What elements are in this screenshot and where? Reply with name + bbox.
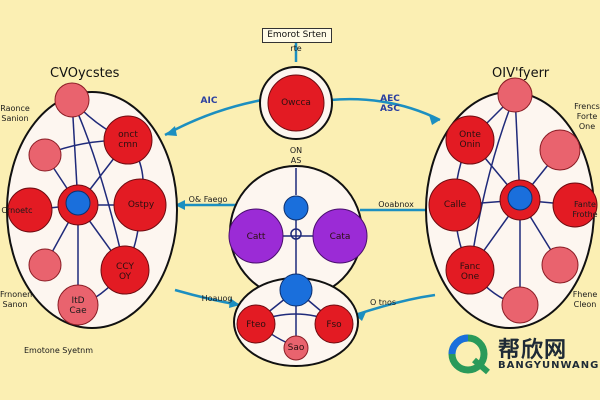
bottom-node-right-red <box>314 304 354 344</box>
left-node-mid-inner-label: Ostpy <box>127 200 155 210</box>
bottom-node-right-label: Fso <box>326 320 342 330</box>
left-outer-label-2: Crnoetc <box>1 206 33 215</box>
center-left-node-label: Catt <box>246 232 266 242</box>
left-node-low-inner-label: CCY OY <box>116 262 134 282</box>
left-node-outer-1 <box>28 138 62 172</box>
right-outer-label-1: Frencs Forte One <box>574 102 600 131</box>
left-node-bottom-pink <box>57 284 99 326</box>
left-node-outer-2 <box>7 187 53 233</box>
top-center-cell <box>259 66 333 140</box>
right-outer-label-2: Fante Frothe <box>572 200 598 219</box>
arrow-left-top-label: AIC <box>200 96 218 106</box>
watermark-chinese-text: 帮欣网 <box>498 338 568 363</box>
center-cell <box>228 165 368 299</box>
right-node-outer-2 <box>552 182 598 228</box>
watermark: 帮欣网 BANGYUNWANG <box>448 332 598 376</box>
center-top-node-label: Owcca <box>281 98 311 108</box>
center-small-mid-label: ON AS <box>289 146 303 165</box>
left-node-lower-red <box>100 245 150 295</box>
right-node-outer-1 <box>539 129 581 171</box>
watermark-logo-icon <box>448 334 490 375</box>
center-node-right <box>312 208 368 264</box>
arrow-right-mid-label: Ooabnox <box>378 200 414 209</box>
center-small-top-label: rte <box>290 44 302 53</box>
right-node-upper-red <box>445 115 495 165</box>
left-cell-title: CVOycstes <box>50 66 120 81</box>
arrow-right-low-label: O tnos <box>369 298 397 307</box>
bottom-node-left-red <box>236 304 276 344</box>
left-nucleus <box>65 190 91 216</box>
left-outer-label-1: Raonce Sanion <box>0 104 30 123</box>
center-right-node-label: Cata <box>329 232 351 242</box>
left-node-top-inner-label: onct cmn <box>118 130 138 150</box>
arrow-top-right <box>329 97 441 122</box>
right-node-mid-red <box>428 178 482 232</box>
bottom-node-low-pink <box>283 335 309 361</box>
arrow-left-low-label: Hoauog <box>201 294 233 303</box>
top-title-box: Emorot Srten <box>262 28 332 43</box>
right-node-bottom-pink <box>501 286 539 324</box>
left-node-mid-red <box>113 178 167 232</box>
arrow-left-mid-label: O& Faego <box>188 195 228 204</box>
left-node-outer-3 <box>28 248 62 282</box>
right-outer-label-3: Fhene Cleon <box>572 290 598 309</box>
bottom-node-left-label: Fteo <box>246 320 266 330</box>
bottom-node-blue <box>279 273 313 307</box>
arrowhead <box>165 126 177 136</box>
left-outer-label-3: Frnonen Sanon <box>0 290 33 309</box>
right-node-lower-red <box>445 245 495 295</box>
center-node-mid-ring <box>290 228 302 240</box>
bottom-center-cell <box>233 273 359 367</box>
right-nucleus <box>507 185 533 211</box>
arrowhead <box>175 200 185 210</box>
left-cell <box>6 82 178 329</box>
center-node-left <box>228 208 284 264</box>
right-cell <box>425 77 598 329</box>
arrowhead <box>429 115 440 125</box>
bottom-node-low-label: Sao <box>287 343 305 353</box>
bottom-left-caption: Emotone Syetnm <box>24 346 94 356</box>
top-center-node <box>267 74 325 132</box>
center-node-top-blue <box>283 195 309 221</box>
right-node-mid-inner-label: Calle <box>443 200 467 210</box>
left-node-upper-red <box>103 115 153 165</box>
watermark-english-text: BANGYUNWANG <box>498 360 600 371</box>
left-node-bottom-label: ItD Cae <box>69 296 87 316</box>
right-node-low-inner-label: Fanc One <box>459 262 481 282</box>
right-node-top-inner-label: Onte Onin <box>459 130 481 150</box>
right-node-top <box>497 77 533 113</box>
arrow-right-top-label: AEC ASC <box>379 94 401 114</box>
arrow-low-right <box>354 293 436 317</box>
left-node-top <box>54 82 90 118</box>
right-node-outer-3 <box>541 246 579 284</box>
right-cell-title: OIV'fyerr <box>492 66 550 81</box>
